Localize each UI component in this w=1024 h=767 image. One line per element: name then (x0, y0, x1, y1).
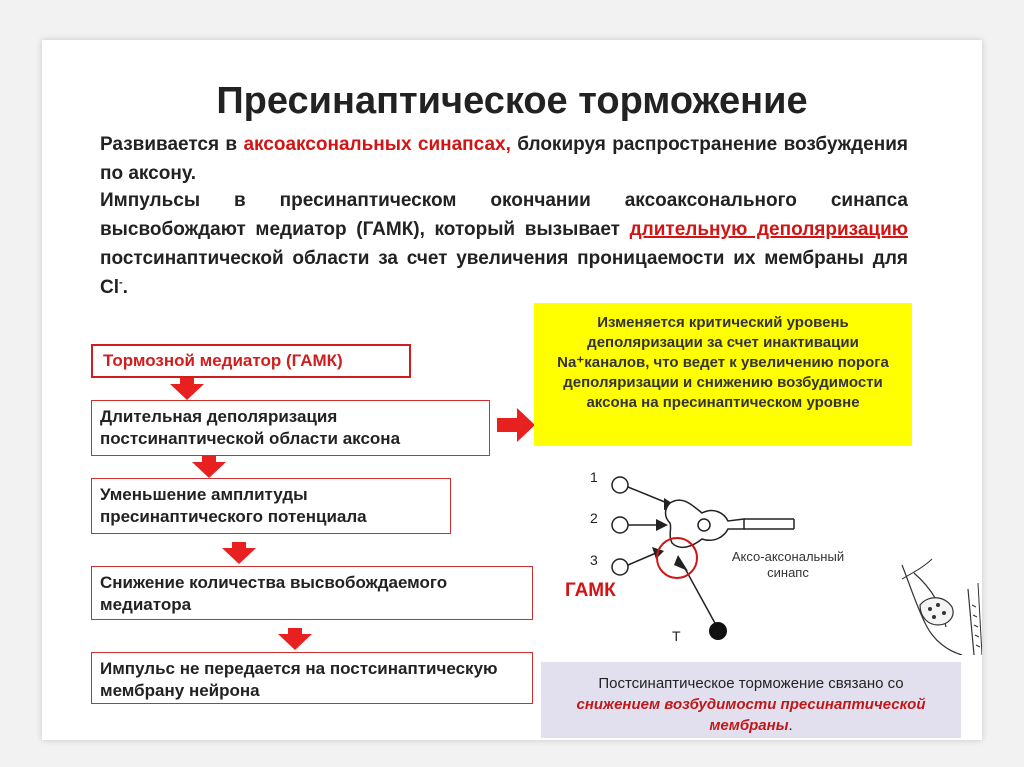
bottom-note-end: . (789, 717, 793, 734)
intro-paragraph: Развивается в аксоаксональных синапсах, … (100, 130, 908, 188)
bottom-note: Постсинаптическое торможение связано со … (541, 662, 961, 738)
label-3: 3 (590, 552, 598, 568)
label-1: 1 (590, 469, 598, 485)
gaba-label: ГАМК (565, 580, 616, 602)
flow-step-4: Снижение количества высвобождаемого меди… (91, 566, 533, 620)
intro-highlight: аксоаксональных синапсах, (243, 134, 510, 155)
intro-text-start: Развивается в (100, 134, 243, 155)
synapse-label: Аксо-аксональный синапс (718, 549, 858, 581)
arrow-down-icon (192, 456, 226, 478)
label-2: 2 (590, 510, 598, 526)
flow-step-3: Уменьшение амплитуды пресинаптического п… (91, 478, 451, 534)
arrow-down-icon (170, 378, 204, 400)
bottom-note-emphasis: снижением возбудимости пресинаптической … (576, 696, 925, 734)
neuron-2 (612, 517, 628, 533)
flow-step-5: Импульс не передается на постсинаптическ… (91, 652, 533, 704)
arrow-down-icon (222, 542, 256, 564)
page-title: Пресинаптическое торможение (42, 80, 982, 123)
bottom-note-text: Постсинаптическое торможение связано со (598, 675, 903, 692)
arrow-right-icon (497, 408, 535, 442)
arrow-down-icon (278, 628, 312, 650)
flow-step-1: Тормозной медиатор (ГАМК) (91, 344, 411, 378)
mechanism-paragraph: Импульсы в пресинаптическом окончании ак… (100, 186, 908, 302)
mechanism-text-middle: постсинаптической области за счет увелич… (100, 248, 908, 298)
slide: Пресинаптическое торможение Развивается … (42, 40, 982, 740)
flow-step-2: Длительная деполяризация постсинаптическ… (91, 400, 490, 456)
mechanism-highlight: длительную деполяризацию (630, 219, 908, 240)
mechanism-text-end: . (123, 277, 128, 298)
neuron-1 (612, 477, 628, 493)
gaba-neuron (709, 622, 727, 640)
critical-level-note: Изменяется критический уровень деполяриз… (534, 303, 912, 446)
neuron-3 (612, 559, 628, 575)
label-t: Т (672, 628, 681, 644)
